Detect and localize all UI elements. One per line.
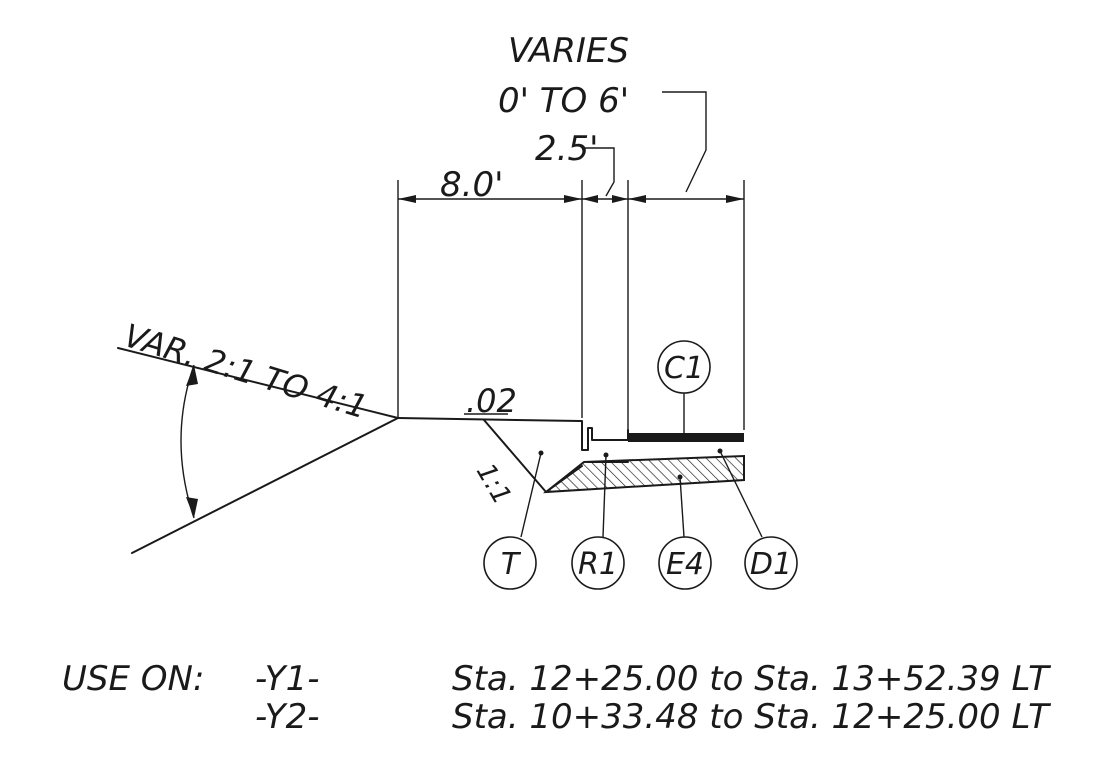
varies-label: VARIES <box>508 31 629 71</box>
callout-label-t: T <box>501 547 522 582</box>
use-on-label: USE ON: <box>62 659 204 699</box>
leader-line-t <box>520 452 542 538</box>
base-course-hatched <box>542 454 745 494</box>
slope-arc-arrowheads <box>186 365 198 518</box>
usage-range-y2: Sta. 10+33.48 to Sta. 12+25.00 LT <box>452 697 1051 737</box>
shoulder-width-label: 2.5' <box>535 129 598 169</box>
shoulder-step-line <box>579 420 629 451</box>
dimension-arrowheads <box>398 195 744 203</box>
ditch-slope-label: 1:1 <box>470 459 517 510</box>
usage-line-y1: -Y1- <box>255 659 319 699</box>
callout-bubble-d1: D1 <box>744 536 798 590</box>
callout-label-c1: C1 <box>664 351 704 386</box>
callout-bubble-t: T <box>483 536 537 590</box>
callout-label-r1: R1 <box>578 547 618 582</box>
berm-line <box>397 417 581 422</box>
shoulder-leader <box>582 147 615 197</box>
varies-leader <box>662 91 707 193</box>
leader-line-r1 <box>602 454 607 538</box>
callout-label-d1: D1 <box>750 547 792 582</box>
callout-bubble-r1: R1 <box>571 536 625 590</box>
callout-label-e4: E4 <box>666 547 704 582</box>
callout-bubble-c1: C1 <box>657 340 711 394</box>
leader-line-d1 <box>719 450 763 538</box>
side-slope-label: VAR. 2:1 TO 4:1 <box>120 316 372 426</box>
cut-slope-line <box>131 417 399 554</box>
usage-line-y2: -Y2- <box>255 697 319 737</box>
side-slope-line <box>117 347 399 419</box>
surface-course <box>628 433 744 442</box>
leader-line-e4 <box>679 476 685 538</box>
slope-range-arc <box>180 364 195 519</box>
varies-range-label: 0' TO 6' <box>498 81 629 121</box>
callout-bubble-e4: E4 <box>658 536 712 590</box>
usage-range-y1: Sta. 12+25.00 to Sta. 13+52.39 LT <box>452 659 1051 699</box>
